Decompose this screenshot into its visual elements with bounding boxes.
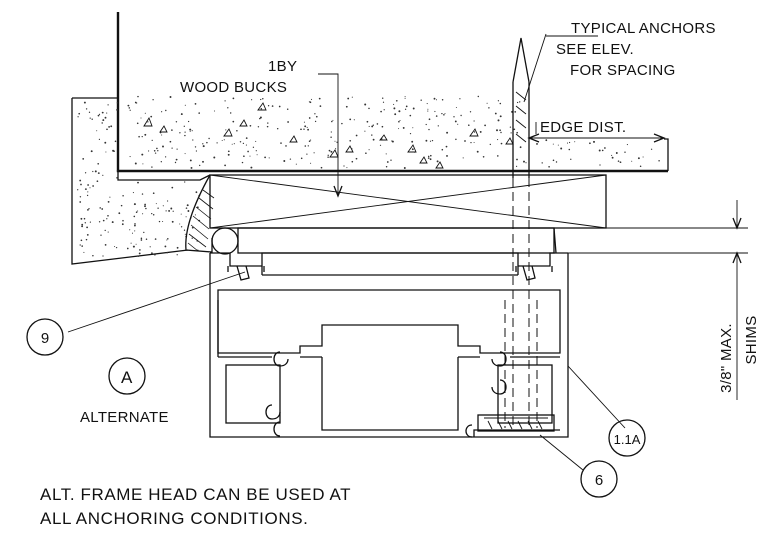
aluminum-frame-head (209, 252, 569, 438)
see-elev-label: SEE ELEV. (556, 41, 634, 58)
alternate-label: ALTERNATE (80, 409, 169, 426)
sealant-bead (185, 174, 215, 253)
note-line-2: ALL ANCHORING CONDITIONS. (40, 509, 308, 528)
svg-text:1.1A: 1.1A (614, 432, 641, 447)
wall-mass (71, 97, 211, 265)
typical-anchors-label: TYPICAL ANCHORS (571, 20, 716, 37)
shim-dimension (556, 200, 748, 400)
callout-a: A (108, 357, 146, 395)
edge-dist-label: EDGE DIST. (540, 119, 626, 136)
edge-dist-dimension (527, 122, 666, 143)
svg-text:9: 9 (41, 330, 49, 347)
callout-1-1a: 1.1A (608, 419, 646, 457)
callout-9: 9 (26, 318, 64, 356)
shims-label: SHIMS (743, 315, 760, 364)
shims-dimension-label: 3/8" MAX. (718, 323, 735, 393)
leader-lines (67, 33, 626, 471)
wood-bucks (209, 174, 607, 254)
for-spacing-label: FOR SPACING (570, 62, 676, 79)
svg-text:6: 6 (595, 472, 603, 489)
svg-text:A: A (121, 368, 133, 387)
typical-anchor (504, 37, 538, 428)
backer-rod (211, 227, 239, 255)
note-line-1: ALT. FRAME HEAD CAN BE USED AT (40, 485, 351, 504)
wood-bucks-label-2: WOOD BUCKS (180, 79, 287, 96)
wood-bucks-label-1: 1BY (268, 58, 297, 75)
callout-6: 6 (580, 460, 618, 498)
